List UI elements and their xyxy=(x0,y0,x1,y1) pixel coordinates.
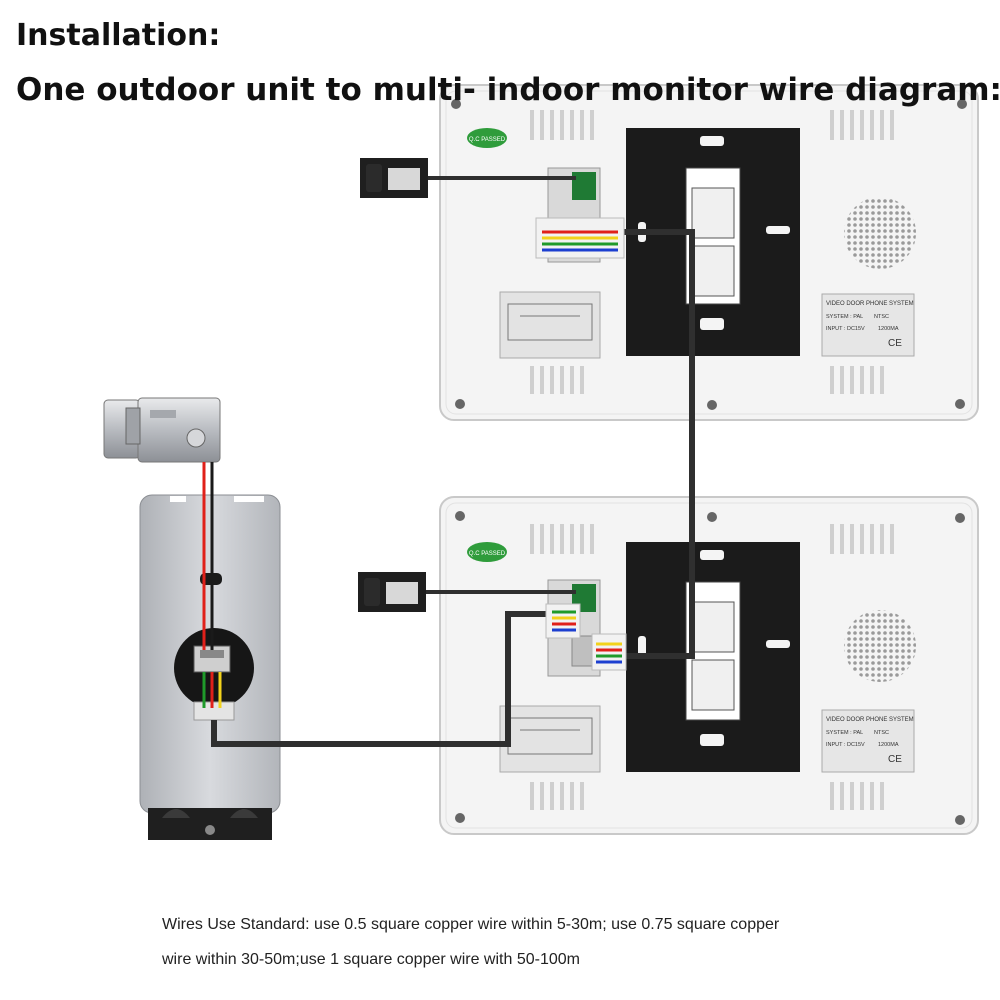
svg-text:Q.C PASSED: Q.C PASSED xyxy=(469,551,506,557)
page-title: Installation: xyxy=(16,18,221,53)
diagram-subtitle: One outdoor unit to multi- indoor monito… xyxy=(16,72,1000,108)
screw-icon xyxy=(455,511,965,825)
indoor-monitor-top: Q.C PASSED xyxy=(439,84,979,421)
wall-bracket xyxy=(626,128,800,356)
power-adapter-icon xyxy=(360,158,428,198)
svg-text:1200MA: 1200MA xyxy=(878,742,899,748)
svg-text:1200MA: 1200MA xyxy=(878,326,899,332)
svg-text:NTSC: NTSC xyxy=(874,730,889,736)
svg-text:SYSTEM : PAL: SYSTEM : PAL xyxy=(826,314,863,320)
svg-text:NTSC: NTSC xyxy=(874,314,889,320)
color-wire-bundle xyxy=(202,217,627,708)
rating-label: VIDEO DOOR PHONE SYSTEM SYSTEM : PAL NTS… xyxy=(821,293,915,357)
lock-wires xyxy=(202,462,214,650)
power-cable xyxy=(426,176,576,594)
svg-text:CE: CE xyxy=(888,338,902,349)
power-adapter-icon xyxy=(358,572,426,612)
electric-lock-icon xyxy=(103,397,221,463)
speaker-grille-icon xyxy=(844,610,916,682)
screw-icon xyxy=(451,99,967,410)
outdoor-unit xyxy=(139,494,281,840)
svg-text:VIDEO DOOR PHONE SYSTEM: VIDEO DOOR PHONE SYSTEM xyxy=(826,301,914,307)
qc-passed-badge: Q.C PASSED xyxy=(467,542,507,562)
wiring-label xyxy=(499,291,601,359)
svg-text:SYSTEM : PAL: SYSTEM : PAL xyxy=(826,730,863,736)
svg-text:CE: CE xyxy=(888,754,902,765)
qc-passed-badge: Q.C PASSED xyxy=(467,128,507,148)
wiring-label xyxy=(499,705,601,773)
main-signal-cable xyxy=(211,229,695,747)
wire-standard-note-line-2: wire within 30-50m;use 1 square copper w… xyxy=(162,951,580,968)
speaker-grille-icon xyxy=(844,197,916,269)
rating-label: VIDEO DOOR PHONE SYSTEM SYSTEM : PAL NTS… xyxy=(821,709,915,773)
svg-text:INPUT : DC15V: INPUT : DC15V xyxy=(826,326,865,332)
indoor-monitor-bottom: Q.C PASSED VIDEO DOOR PHONE SYST xyxy=(439,496,979,835)
wire-standard-note-line-1: Wires Use Standard: use 0.5 square coppe… xyxy=(162,916,780,933)
svg-text:VIDEO DOOR PHONE SYSTEM: VIDEO DOOR PHONE SYSTEM xyxy=(826,717,914,723)
svg-text:Q.C PASSED: Q.C PASSED xyxy=(469,137,506,143)
svg-text:INPUT : DC15V: INPUT : DC15V xyxy=(826,742,865,748)
